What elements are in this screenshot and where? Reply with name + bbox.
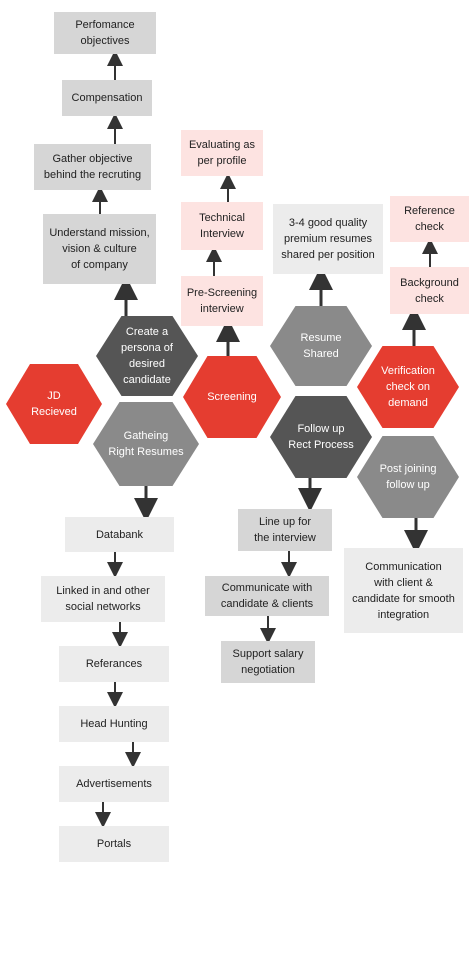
portals-box: Portals <box>59 826 169 862</box>
communicate-candidate-box: Communicate with candidate & clients <box>205 576 329 616</box>
compensation-box: Compensation <box>62 80 152 116</box>
communication-integration-box: Communication with client & candidate fo… <box>344 548 463 633</box>
linkedin-box: Linked in and other social networks <box>41 576 165 622</box>
gather-objective-box: Gather objective behind the recruting <box>34 144 151 190</box>
understand-mission-box: Understand mission, vision & culture of … <box>43 214 156 284</box>
reference-check-box: Reference check <box>390 196 469 242</box>
quality-resumes-box: 3-4 good quality premium resumes shared … <box>273 204 383 274</box>
performance-objectives-box: Perfomance objectives <box>54 12 156 54</box>
background-check-box: Background check <box>390 267 469 314</box>
pre-screening-interview-box: Pre-Screening interview <box>181 276 263 326</box>
databank-box: Databank <box>65 517 174 552</box>
create-persona-hexagon: Create a persona of desired candidate <box>96 316 198 396</box>
salary-negotiation-box: Support salary negotiation <box>221 641 315 683</box>
references-box: Referances <box>59 646 169 682</box>
technical-interview-box: Technical Interview <box>181 202 263 250</box>
advertisements-box: Advertisements <box>59 766 169 802</box>
resume-shared-hexagon: Resume Shared <box>270 306 372 386</box>
jd-received-hexagon: JD Recieved <box>6 364 102 444</box>
line-up-interview-box: Line up for the interview <box>238 509 332 551</box>
evaluating-profile-box: Evaluating as per profile <box>181 130 263 176</box>
head-hunting-box: Head Hunting <box>59 706 169 742</box>
